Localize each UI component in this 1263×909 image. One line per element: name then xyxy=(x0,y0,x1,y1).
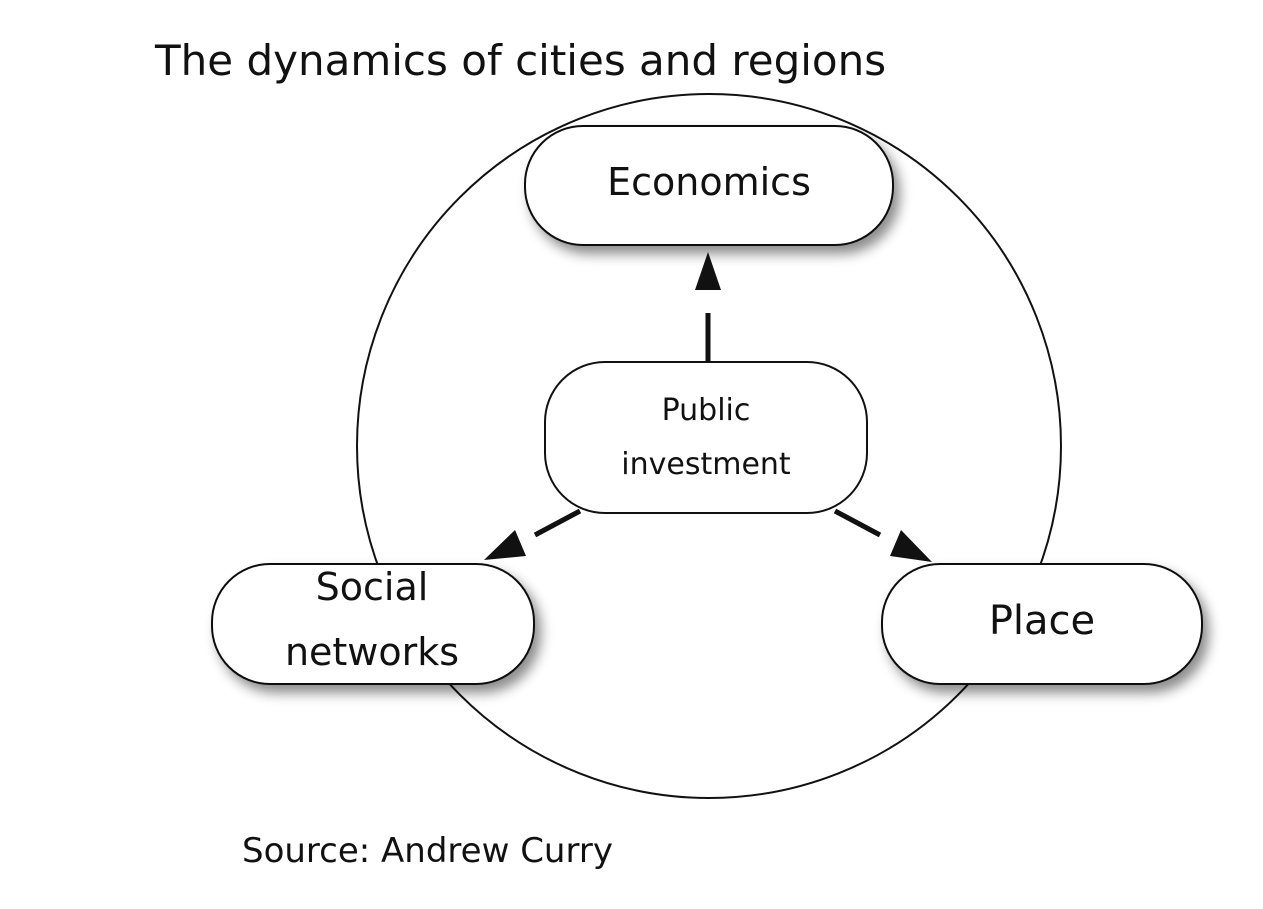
source-caption: Source: Andrew Curry xyxy=(242,831,613,871)
diagram-title: The dynamics of cities and regions xyxy=(154,36,886,85)
svg-text:Social: Social xyxy=(316,565,429,609)
node-social-networks: Social networks xyxy=(211,563,535,685)
node-economics: Economics xyxy=(524,125,894,246)
arrow-to-social-networks xyxy=(484,508,582,560)
svg-text:Economics: Economics xyxy=(607,160,811,204)
cycle-circle xyxy=(356,93,1062,799)
svg-text:Place: Place xyxy=(989,598,1095,644)
arrow-to-economics xyxy=(695,252,721,362)
svg-text:Public: Public xyxy=(662,393,751,428)
node-public-investment: Public investment xyxy=(544,361,868,514)
arrow-to-place xyxy=(833,508,932,562)
svg-text:investment: investment xyxy=(621,447,791,482)
node-place: Place xyxy=(881,563,1203,685)
svg-text:networks: networks xyxy=(285,630,459,674)
